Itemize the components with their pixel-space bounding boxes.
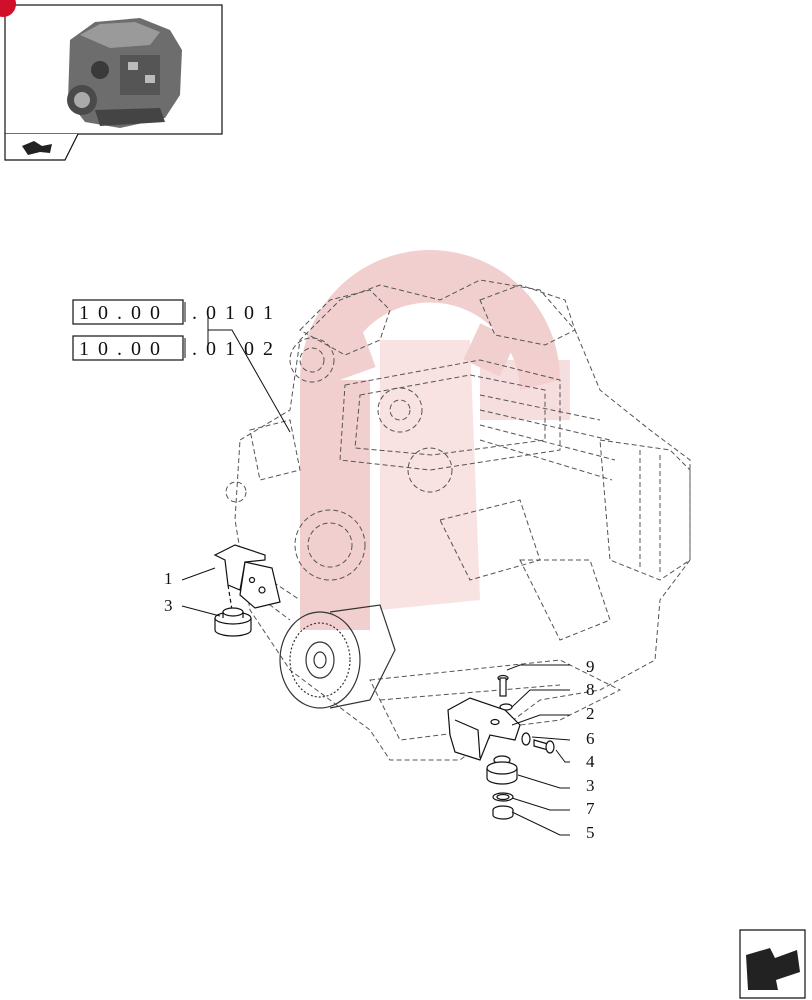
part-washer-6	[521, 732, 531, 746]
part-bracket-left	[213, 544, 281, 611]
flywheel	[279, 604, 396, 709]
engine-thumbnail[interactable]	[0, 0, 223, 161]
reference-0102[interactable]: 10.00 .0102	[72, 335, 282, 361]
part-ring-5	[492, 805, 514, 820]
callout-5: 5	[586, 823, 595, 842]
reference-0101[interactable]: 10.00 .0101	[72, 299, 282, 325]
callout-lines	[181, 567, 571, 836]
callout-1: 1	[164, 569, 173, 588]
callout-3-right: 3	[586, 776, 595, 795]
callout-6: 6	[586, 729, 595, 748]
reference-0102-suffix: .0102	[192, 338, 282, 360]
callout-8: 8	[586, 680, 595, 699]
next-page-arrow-icon	[746, 948, 800, 990]
reference-0102-prefix: 10.00	[79, 338, 169, 360]
part-bracket-right	[447, 697, 521, 761]
part-mount-left	[214, 607, 252, 637]
part-mount-3	[486, 755, 518, 785]
callout-4: 4	[586, 752, 595, 771]
reference-bracket	[207, 312, 291, 433]
red-badge	[0, 0, 16, 17]
callout-9: 9	[586, 657, 595, 676]
engine-thumbnail-icon	[67, 18, 182, 128]
engine-drawing	[225, 279, 691, 761]
reference-0101-suffix: .0101	[192, 302, 282, 324]
watermark-gear	[300, 250, 570, 630]
reference-0101-prefix: 10.00	[79, 302, 169, 324]
part-bolt-9	[497, 674, 509, 697]
callout-3-left: 3	[164, 596, 173, 615]
part-bolt-4	[533, 739, 555, 754]
callout-2: 2	[586, 704, 595, 723]
next-page-button[interactable]	[739, 929, 806, 999]
callout-7: 7	[586, 799, 595, 818]
part-ring-7	[492, 792, 514, 802]
callout-labels: 1 3 9 8 2 6 4 3 7 5	[164, 569, 595, 842]
navigation-arrow-icon[interactable]	[22, 141, 52, 155]
